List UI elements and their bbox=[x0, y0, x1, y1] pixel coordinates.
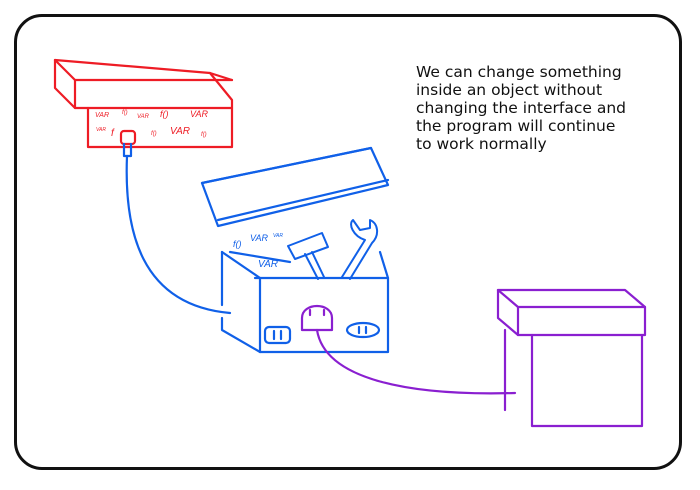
blue-label: VAR bbox=[273, 233, 283, 239]
purple-cable bbox=[315, 328, 517, 395]
blue-label: VAR bbox=[258, 259, 278, 270]
caption-line-5: to work normally bbox=[416, 135, 547, 153]
wrench-icon bbox=[341, 219, 378, 280]
red-box-labels: VAR f() VAR f() VAR VAR f f() VAR f() bbox=[95, 109, 209, 139]
blue-cable bbox=[122, 142, 232, 315]
caption-line-2: inside an object without bbox=[416, 81, 603, 99]
purple-box bbox=[496, 288, 647, 428]
red-box bbox=[53, 58, 234, 149]
blue-label: VAR bbox=[250, 233, 269, 243]
red-label: f() bbox=[122, 110, 128, 116]
purple-plug bbox=[300, 304, 334, 332]
blue-label: f() bbox=[233, 239, 242, 249]
red-label: VAR bbox=[190, 109, 209, 119]
hammer-icon bbox=[287, 232, 329, 280]
blue-box-labels: f() VAR VAR VAR bbox=[233, 233, 283, 270]
caption-line-1: We can change something bbox=[416, 63, 622, 81]
caption-text: We can change something inside an object… bbox=[416, 63, 666, 153]
caption-line-4: the program will continue bbox=[416, 117, 616, 135]
red-label: f() bbox=[160, 109, 169, 119]
red-label: f() bbox=[201, 132, 207, 138]
red-label: VAR bbox=[137, 114, 150, 120]
blue-box bbox=[220, 250, 390, 354]
blue-lid bbox=[200, 146, 390, 228]
red-label: f bbox=[111, 128, 115, 139]
red-label: f() bbox=[151, 131, 157, 137]
red-label: VAR bbox=[96, 127, 106, 133]
caption-line-3: changing the interface and bbox=[416, 99, 626, 117]
red-label: VAR bbox=[170, 126, 190, 137]
diagram-frame bbox=[14, 14, 682, 470]
red-label: VAR bbox=[95, 112, 109, 119]
